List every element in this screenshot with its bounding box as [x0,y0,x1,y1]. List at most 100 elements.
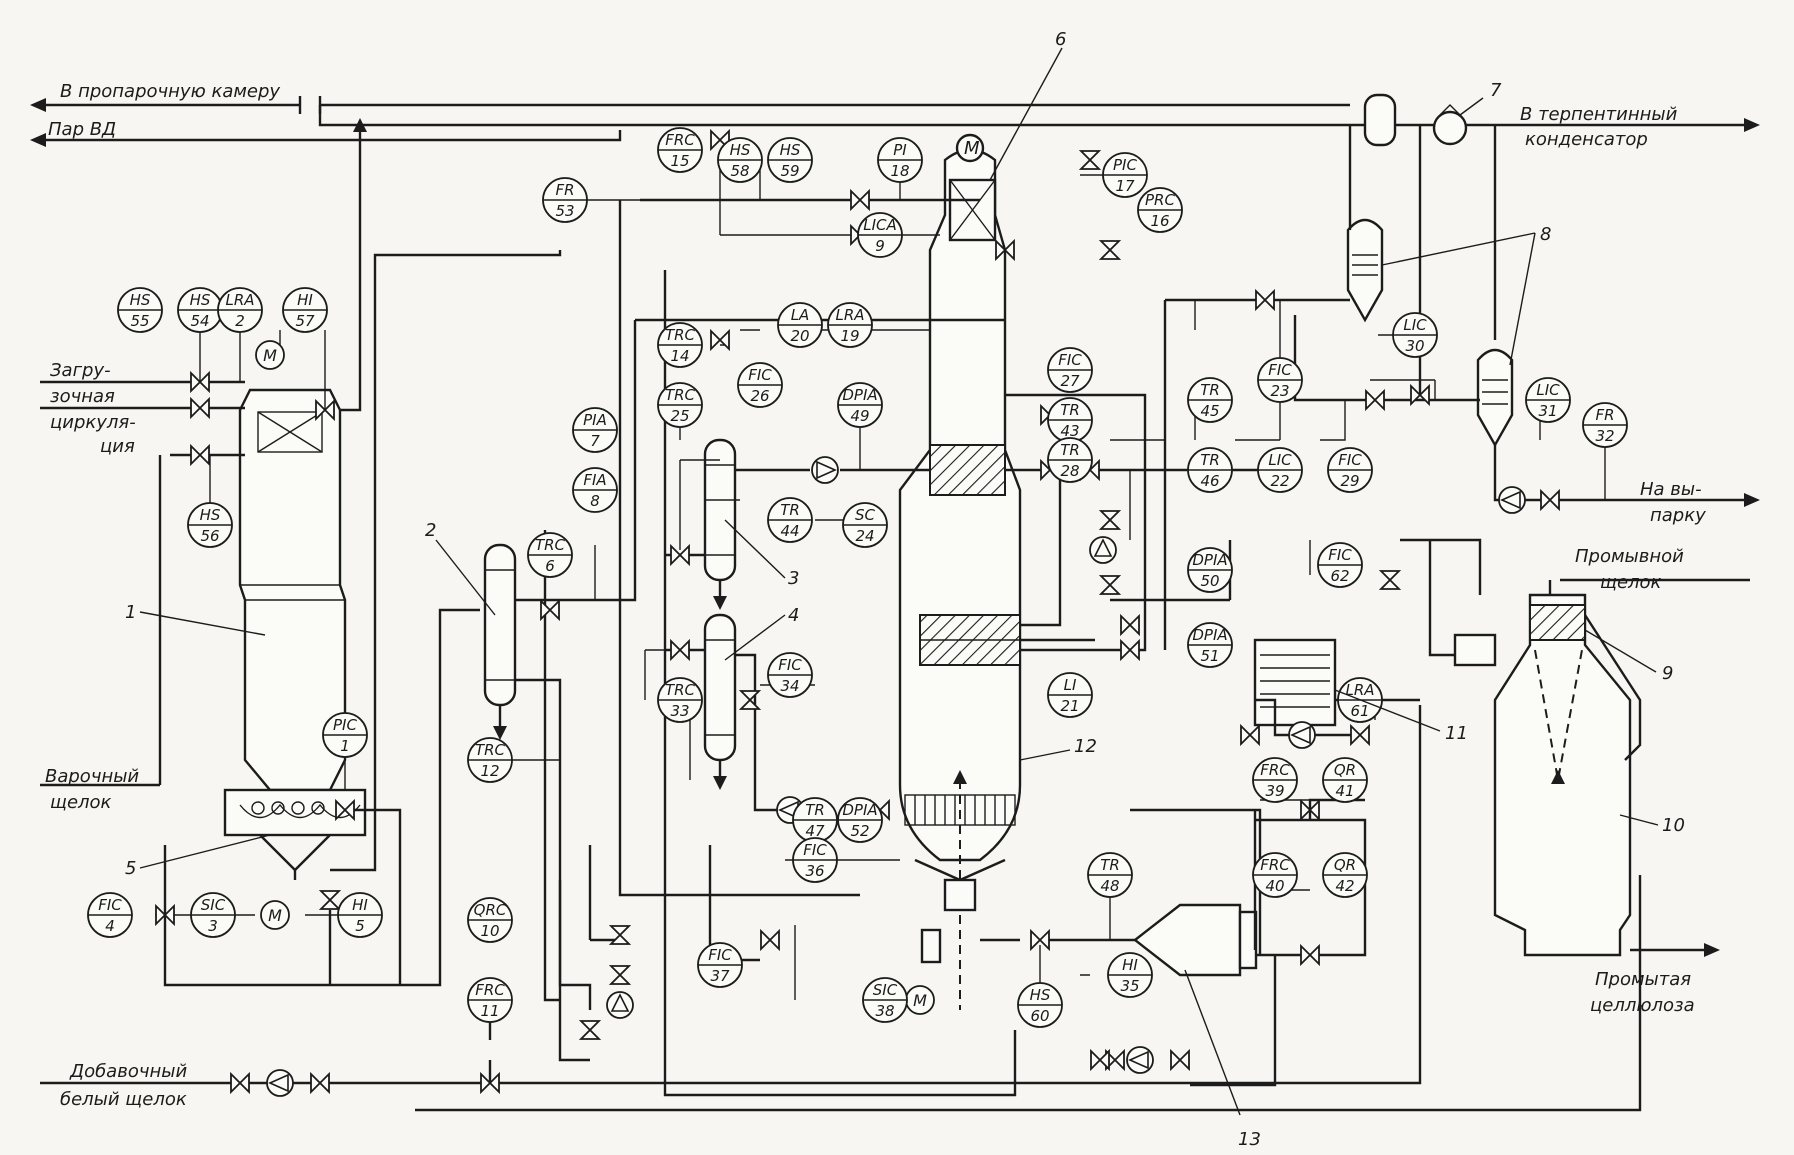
pump-icon[interactable] [811,456,839,484]
valve-icon[interactable] [1098,240,1122,260]
valve-icon[interactable] [1090,1048,1110,1072]
pump-icon[interactable] [266,1069,294,1097]
pump-icon[interactable] [1288,721,1316,749]
valve-icon[interactable] [1350,723,1370,747]
pump-icon[interactable] [606,991,634,1019]
valve-icon[interactable] [1378,570,1402,590]
valve-icon[interactable] [1540,488,1560,512]
instrument-hi-5[interactable]: HI5 [337,892,383,938]
valve-icon[interactable] [738,690,762,710]
pump-icon[interactable] [1089,536,1117,564]
valve-icon[interactable] [608,965,632,985]
valve-icon[interactable] [710,328,730,352]
pump-icon[interactable] [1498,486,1526,514]
valve-icon[interactable] [1120,638,1140,662]
pump-icon[interactable] [1126,1046,1154,1074]
valve-icon[interactable] [760,928,780,952]
valve-icon[interactable] [1255,288,1275,312]
valve-icon[interactable] [1098,575,1122,595]
valve-icon[interactable] [310,1071,330,1095]
valve-icon[interactable] [578,1020,602,1040]
valve-icon[interactable] [1030,928,1050,952]
valve-icon[interactable] [608,925,632,945]
motor-icon[interactable]: M [260,900,290,930]
valve-icon[interactable] [315,398,335,422]
valve-icon[interactable] [480,1071,500,1095]
valve-icon[interactable] [1410,383,1430,407]
valve-icon[interactable] [1240,723,1260,747]
valve-icon[interactable] [995,238,1015,262]
valve-icon[interactable] [1170,1048,1190,1072]
valve-icon[interactable] [850,188,870,212]
motor-icon[interactable]: M [255,340,285,370]
valve-icon[interactable] [155,903,175,927]
valve-icon[interactable] [190,396,210,420]
valve-icon[interactable] [230,1071,250,1095]
valve-icon[interactable] [1120,613,1140,637]
valve-icon[interactable] [190,370,210,394]
valve-icon[interactable] [1365,388,1385,412]
valve-icon[interactable] [670,543,690,567]
valve-icon[interactable] [1078,150,1102,170]
valve-icon[interactable] [540,598,560,622]
valve-icon[interactable] [1300,798,1320,822]
